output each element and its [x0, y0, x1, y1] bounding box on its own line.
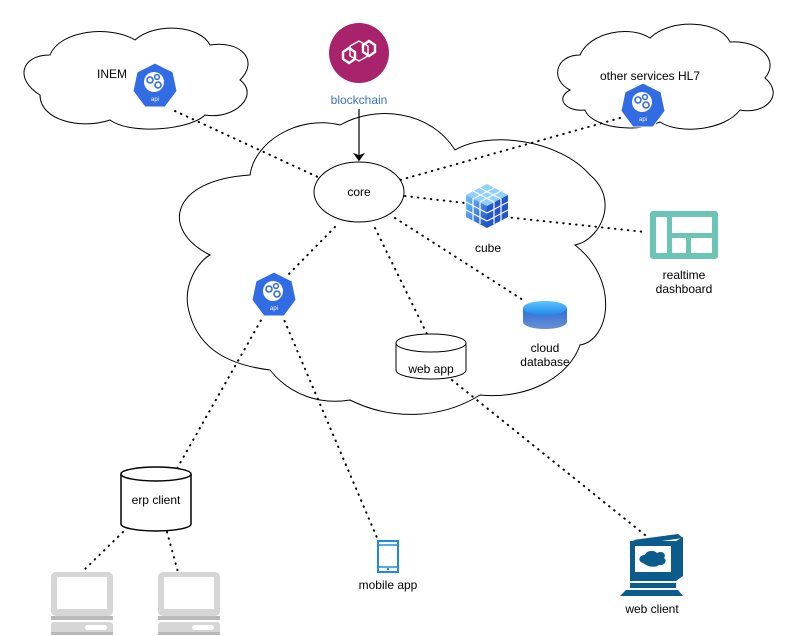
web-app-node[interactable]: web app: [395, 333, 467, 380]
database-icon: [523, 301, 567, 329]
web-app-label: web app: [407, 362, 454, 376]
edge-api-hl7-core: [399, 117, 621, 181]
cloud-database-label-line1: cloud: [531, 341, 560, 355]
web-client-label: web client: [624, 602, 679, 616]
edge-api-inem-core: [174, 110, 321, 179]
blockchain-node[interactable]: blockchain: [329, 23, 389, 107]
realtime-dashboard-node[interactable]: realtime dashboard: [650, 211, 718, 296]
edge-api-main-erp-client: [174, 314, 265, 473]
edge-cube-dashboard: [504, 216, 646, 233]
laptop-icon: [51, 572, 113, 635]
erp-client-node[interactable]: erp client: [120, 466, 192, 532]
cube-label: cube: [475, 241, 501, 255]
core-node[interactable]: core: [313, 161, 405, 223]
blockchain-icon: [329, 23, 389, 83]
inem-label: INEM: [97, 67, 127, 81]
web-client-icon: [620, 534, 683, 596]
edge-erp-laptop-1: [81, 531, 124, 573]
cloud-database-label-line2: database: [520, 355, 570, 369]
cube-icon: [465, 184, 509, 228]
mobile-phone-icon: [377, 540, 399, 573]
other-services-cloud: other services HL7: [557, 23, 774, 130]
erp-client-label: erp client: [132, 493, 181, 507]
edge-core-cloud-database: [394, 217, 524, 301]
web-client-node[interactable]: web client: [620, 534, 683, 616]
cloud-database-node[interactable]: cloud database: [520, 301, 570, 369]
mobile-app-node[interactable]: mobile app: [359, 540, 418, 592]
realtime-dashboard-label-line1: realtime: [663, 268, 706, 282]
mobile-app-label: mobile app: [359, 578, 418, 592]
laptop-1[interactable]: [51, 572, 113, 635]
laptop-2[interactable]: [158, 572, 220, 635]
blockchain-label: blockchain: [331, 93, 388, 107]
core-label: core: [347, 185, 371, 199]
edge-core-web-app: [374, 227, 428, 335]
edge-web-app-web-client: [451, 379, 646, 536]
realtime-dashboard-label-line2: dashboard: [656, 282, 713, 296]
laptop-icon: [158, 572, 220, 635]
other-services-label: other services HL7: [600, 69, 700, 83]
dashboard-icon: [650, 211, 718, 259]
edge-core-api-main: [282, 226, 336, 281]
edge-erp-laptop-2: [166, 531, 179, 573]
cube-node[interactable]: cube: [465, 184, 509, 255]
